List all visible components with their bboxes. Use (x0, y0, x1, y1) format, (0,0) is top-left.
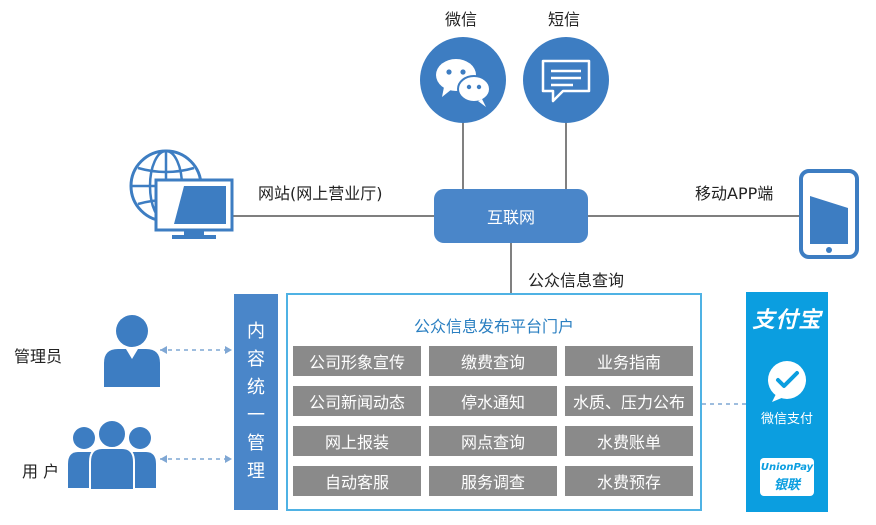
wechat-pay-icon (746, 358, 828, 402)
vbar-char: 容 (247, 349, 265, 370)
sms-icon (523, 37, 609, 123)
wechat-icon (420, 37, 506, 123)
vbar-char: 管 (247, 433, 265, 454)
payment-panel: 支付宝 微信支付 UnionPay 银联 (746, 292, 828, 512)
public-query-label: 公众信息查询 (528, 271, 625, 290)
vbar-char: 理 (247, 461, 265, 482)
users-group-icon (66, 418, 158, 491)
portal-cell: 服务调查 (429, 466, 557, 496)
vbar-char: 内 (247, 321, 265, 342)
portal-cell: 公司形象宣传 (293, 346, 421, 376)
portal-cell: 网上报装 (293, 426, 421, 456)
sms-label: 短信 (548, 10, 581, 29)
portal-cell: 网点查询 (429, 426, 557, 456)
user-label: 用 户 (22, 462, 60, 481)
vbar-char: 一 (247, 405, 265, 426)
portal-cell: 水质、压力公布 (565, 386, 693, 416)
content-management-bar: 内 容 统 一 管 理 (234, 294, 278, 510)
website-icon (126, 146, 236, 242)
admin-label: 管理员 (14, 347, 63, 366)
admin-person-icon (104, 313, 160, 387)
portal-title: 公众信息发布平台门户 (413, 317, 574, 336)
wechat-pay-label: 微信支付 (760, 412, 813, 427)
unionpay-cn-text: 银联 (773, 478, 800, 493)
alipay-logo: 支付宝 (752, 308, 822, 333)
portal-cell: 水费账单 (565, 426, 693, 456)
portal-cell: 业务指南 (565, 346, 693, 376)
portal-grid: 公司形象宣传 缴费查询 业务指南 公司新闻动态 停水通知 水质、压力公布 网上报… (293, 346, 694, 496)
wechat-label: 微信 (445, 10, 478, 29)
app-label: 移动APP端 (695, 184, 774, 203)
portal-cell: 公司新闻动态 (293, 386, 421, 416)
vbar-char: 统 (247, 377, 265, 398)
unionpay-text: UnionPay (760, 462, 814, 473)
mobile-phone-icon (798, 168, 860, 260)
portal-box (286, 293, 702, 511)
portal-cell: 水费预存 (565, 466, 693, 496)
internet-hub: 互联网 (434, 189, 588, 243)
portal-cell: 停水通知 (429, 386, 557, 416)
unionpay-logo: UnionPay 银联 (760, 458, 814, 496)
website-label: 网站(网上营业厅) (258, 184, 383, 203)
portal-cell: 缴费查询 (429, 346, 557, 376)
portal-cell: 自动客服 (293, 466, 421, 496)
